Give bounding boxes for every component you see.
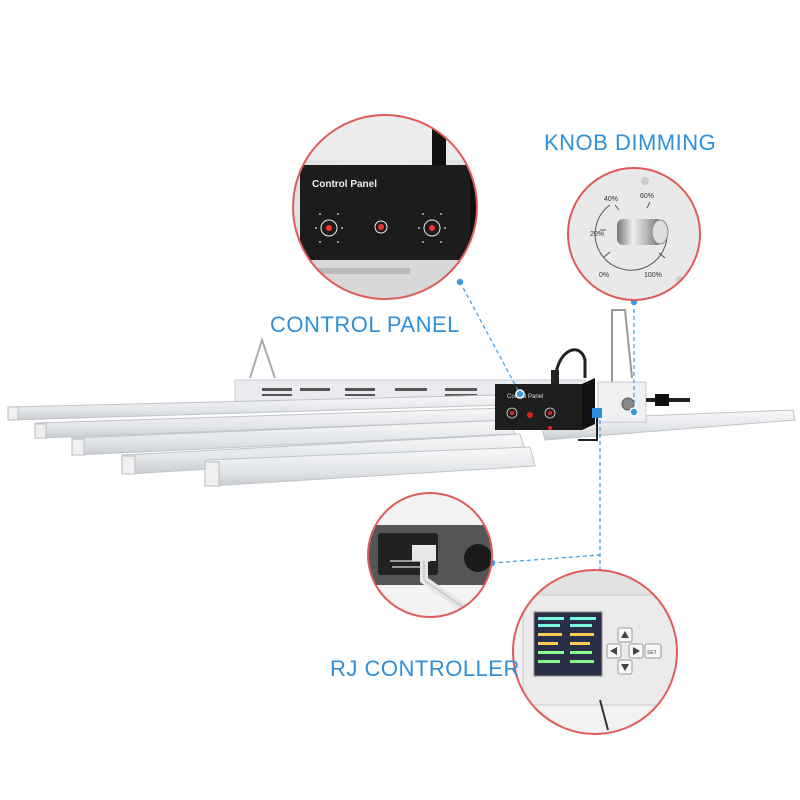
light-bar-5: [204, 446, 536, 487]
control-panel-leader: [459, 281, 521, 395]
control-panel-zoom: Control Panel: [292, 114, 478, 300]
set-button: [644, 643, 662, 659]
knob-scale-100: 100%: [644, 272, 662, 279]
zoom-ring: [367, 492, 493, 618]
knob-scale-20: 20%: [590, 231, 604, 238]
rj-port-zoom: [367, 492, 493, 618]
knob-scale-40: 40%: [604, 196, 618, 203]
zoom-ring: [292, 114, 478, 300]
rj-port-leader: [491, 554, 601, 564]
control-panel-label: CONTROL PANEL: [270, 312, 460, 337]
zoom-ring: [512, 569, 678, 735]
knob-scale-0: 0%: [599, 272, 609, 279]
set-key-label: SET: [647, 650, 657, 656]
device-control-box: Control Panel: [495, 378, 595, 430]
device-panel-title: Control Panel: [507, 394, 543, 400]
knob-dimming-zoom: 0% 20% 40% 60% 100%: [567, 167, 701, 301]
knob-icon: [617, 219, 663, 245]
rj-controller-label: RJ CONTROLLER: [330, 656, 520, 681]
callout-leaders: [459, 281, 635, 575]
zoom-ring: [567, 167, 701, 301]
grow-light-fixture: Control Panel: [7, 309, 796, 487]
knob-scale-60: 60%: [640, 193, 654, 200]
knob-dimming-label: KNOB DIMMING: [544, 130, 717, 155]
zoom-panel-title: Control Panel: [312, 179, 377, 190]
rj-controller-zoom: SET: [512, 569, 678, 735]
